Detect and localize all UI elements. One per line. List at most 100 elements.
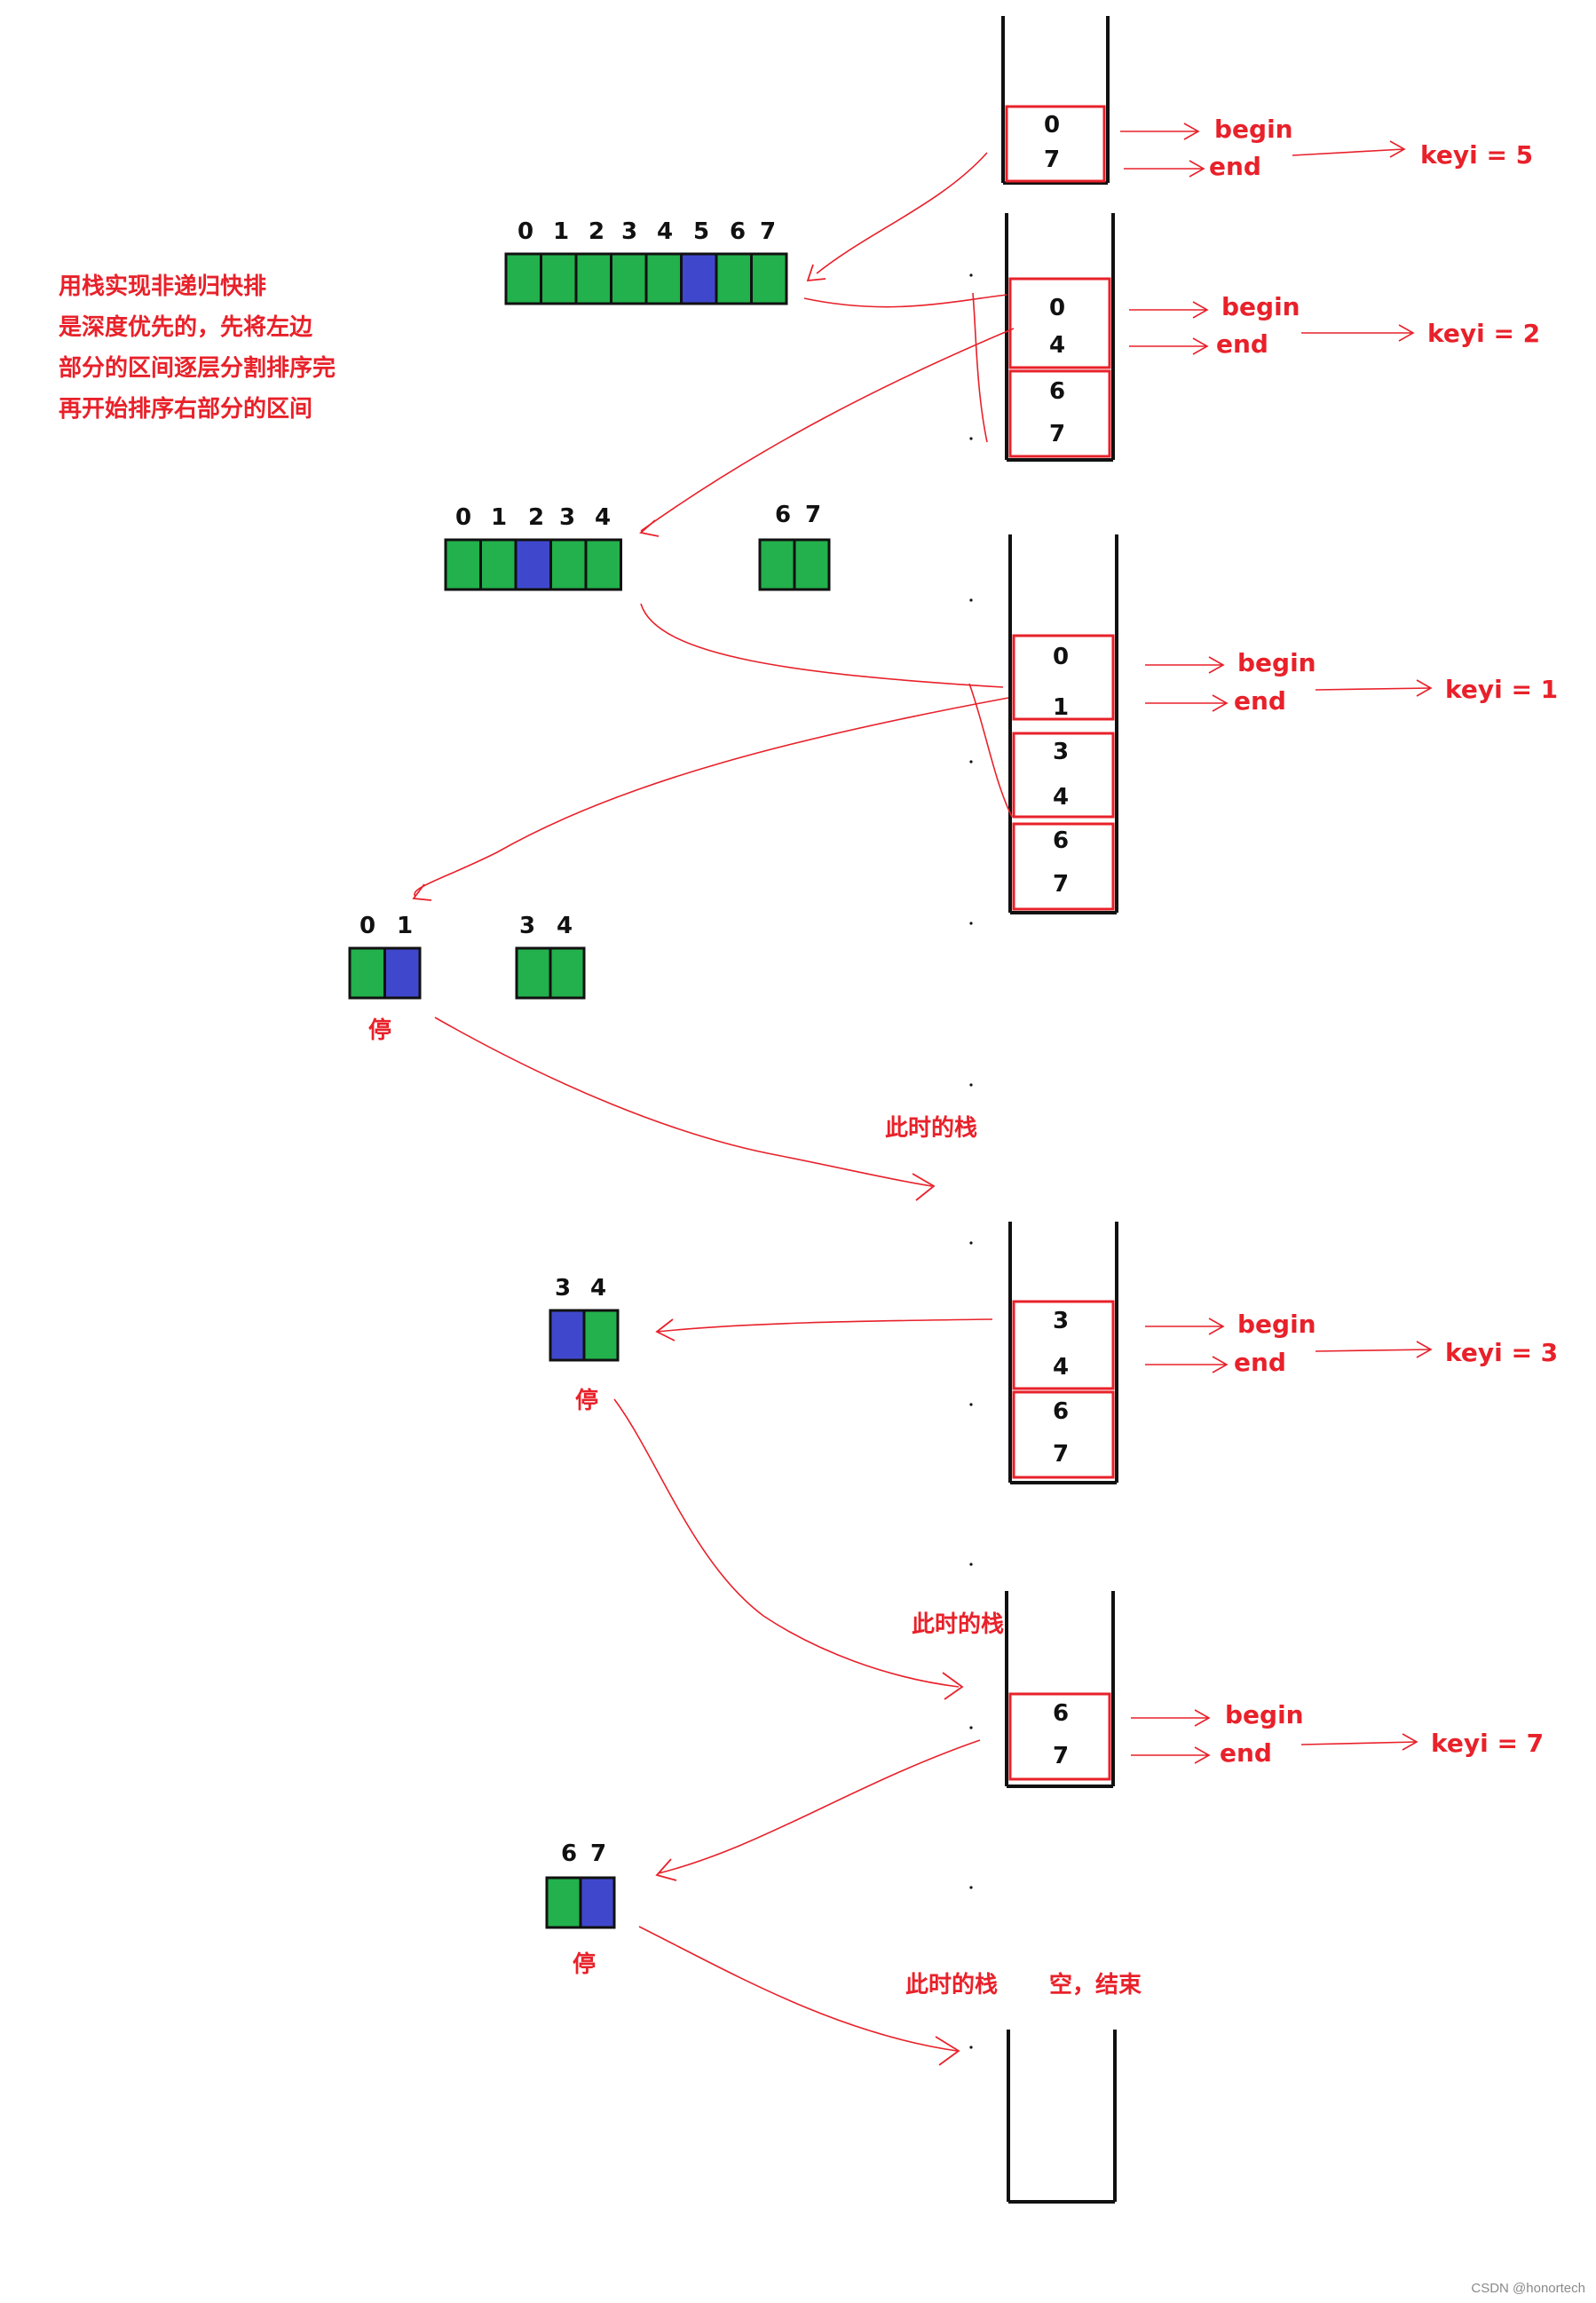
arrowhead	[935, 2036, 960, 2066]
array3-index: 1	[397, 913, 414, 939]
arrowhead	[1402, 1733, 1418, 1751]
arrowhead	[1189, 160, 1205, 178]
arrowhead	[1212, 694, 1229, 712]
arrowhead	[1192, 301, 1209, 319]
guide-dot	[969, 1083, 973, 1087]
keyi-label: keyi = 2	[1427, 319, 1541, 348]
stack2-end-value: 1	[1053, 694, 1070, 721]
stack0-end-value: 7	[1044, 146, 1061, 173]
connector-curve	[972, 292, 988, 443]
begin-label: begin	[1225, 1700, 1304, 1729]
array1-index: 2	[528, 504, 545, 531]
arrowhead	[1192, 337, 1209, 355]
connector-curve	[968, 683, 1013, 818]
arrowhead	[655, 1318, 676, 1341]
array-cell	[549, 538, 588, 591]
stack-frame	[1012, 1300, 1115, 1390]
stack-frame	[1008, 277, 1111, 369]
array-cell	[644, 252, 683, 305]
array5-index: 3	[555, 1275, 572, 1302]
array4-index: 3	[519, 913, 536, 939]
array-cell	[680, 252, 718, 305]
begin-label: begin	[1221, 292, 1300, 321]
guide-dot	[969, 1726, 973, 1729]
array-cell	[540, 252, 578, 305]
array-cell	[545, 1876, 582, 1929]
keyi-label: keyi = 3	[1445, 1338, 1559, 1367]
stack3-end-value: 4	[1053, 1354, 1070, 1381]
keyi-label: keyi = 1	[1445, 675, 1559, 704]
arrowhead	[912, 1173, 936, 1201]
arrowhead	[639, 519, 660, 537]
stack2-end-value: 7	[1053, 871, 1070, 898]
arrowhead	[1208, 656, 1225, 674]
stack2-begin-value: 0	[1053, 644, 1070, 670]
pointer-arrow	[1292, 148, 1405, 156]
stop-label: 停	[573, 1951, 597, 1978]
connector-curve	[613, 1398, 960, 1688]
connector-curve	[434, 1017, 933, 1187]
stack-frame	[1008, 369, 1111, 458]
end-label: end	[1234, 686, 1286, 716]
stack4-begin-value: 6	[1053, 1700, 1070, 1727]
array2-index: 6	[775, 502, 792, 528]
arrowhead	[1183, 123, 1200, 140]
arrowhead	[1416, 679, 1433, 697]
stack-now-label: 此时的栈	[912, 1611, 1005, 1638]
array1-index: 4	[595, 504, 612, 531]
array-cell	[715, 252, 753, 305]
begin-label: begin	[1237, 1310, 1316, 1339]
array0-index: 3	[621, 218, 638, 245]
arrowhead	[1208, 1318, 1225, 1335]
array0-index: 0	[518, 218, 534, 245]
stack0-begin-value: 0	[1044, 112, 1061, 138]
stack-frame	[1012, 634, 1115, 721]
array1-index: 3	[559, 504, 576, 531]
connector-curve	[640, 603, 1004, 688]
array-cell	[383, 946, 422, 1000]
begin-label: begin	[1214, 115, 1293, 144]
array0-index: 4	[657, 218, 674, 245]
array-cell	[549, 946, 586, 1000]
guide-dot	[969, 273, 973, 277]
array1-index: 0	[455, 504, 472, 531]
empty-end-label: 空，结束	[1049, 1972, 1142, 1998]
array-cell	[758, 538, 796, 591]
note-line-2: 是深度优先的，先将左边	[59, 314, 313, 341]
arrowhead	[1416, 1341, 1433, 1358]
stop-label: 停	[368, 1017, 392, 1044]
stack3-end-value: 7	[1053, 1441, 1070, 1468]
array-cell	[444, 538, 482, 591]
array0-index: 1	[553, 218, 570, 245]
connector-curve	[656, 1318, 993, 1333]
guide-dot	[969, 1886, 973, 1889]
connector-curve	[414, 697, 1009, 898]
stop-label: 停	[575, 1388, 599, 1414]
guide-dot	[969, 1403, 973, 1406]
note-line-4: 再开始排序右部分的区间	[59, 396, 313, 423]
watermark: CSDN @honortech	[1471, 2281, 1585, 2296]
guide-dot	[969, 2046, 973, 2049]
array-cell	[579, 1876, 616, 1929]
array0-index: 7	[760, 218, 777, 245]
connector-curve	[640, 328, 1015, 532]
pointer-arrow	[1300, 1741, 1418, 1745]
array-cell	[549, 1309, 586, 1362]
array-cell	[793, 538, 831, 591]
array4-index: 4	[557, 913, 573, 939]
stack1-end-value: 4	[1049, 332, 1066, 359]
explanation-note: 用栈实现非递归快排 是深度优先的，先将左边 部分的区间逐层分割排序完 再开始排序…	[59, 266, 396, 430]
arrowhead	[1398, 324, 1415, 342]
stack2-begin-value: 6	[1053, 827, 1070, 854]
stack1-begin-value: 6	[1049, 378, 1066, 405]
array-cell	[582, 1309, 620, 1362]
stack-frame	[1012, 822, 1115, 911]
array-cell	[750, 252, 788, 305]
arrowhead	[412, 883, 432, 901]
guide-dot	[969, 760, 973, 764]
arrowhead	[1212, 1356, 1229, 1373]
connector-curve	[638, 1926, 958, 2052]
stack-frame	[1012, 732, 1115, 819]
connector-curve	[658, 1739, 981, 1874]
array-cell	[574, 252, 612, 305]
